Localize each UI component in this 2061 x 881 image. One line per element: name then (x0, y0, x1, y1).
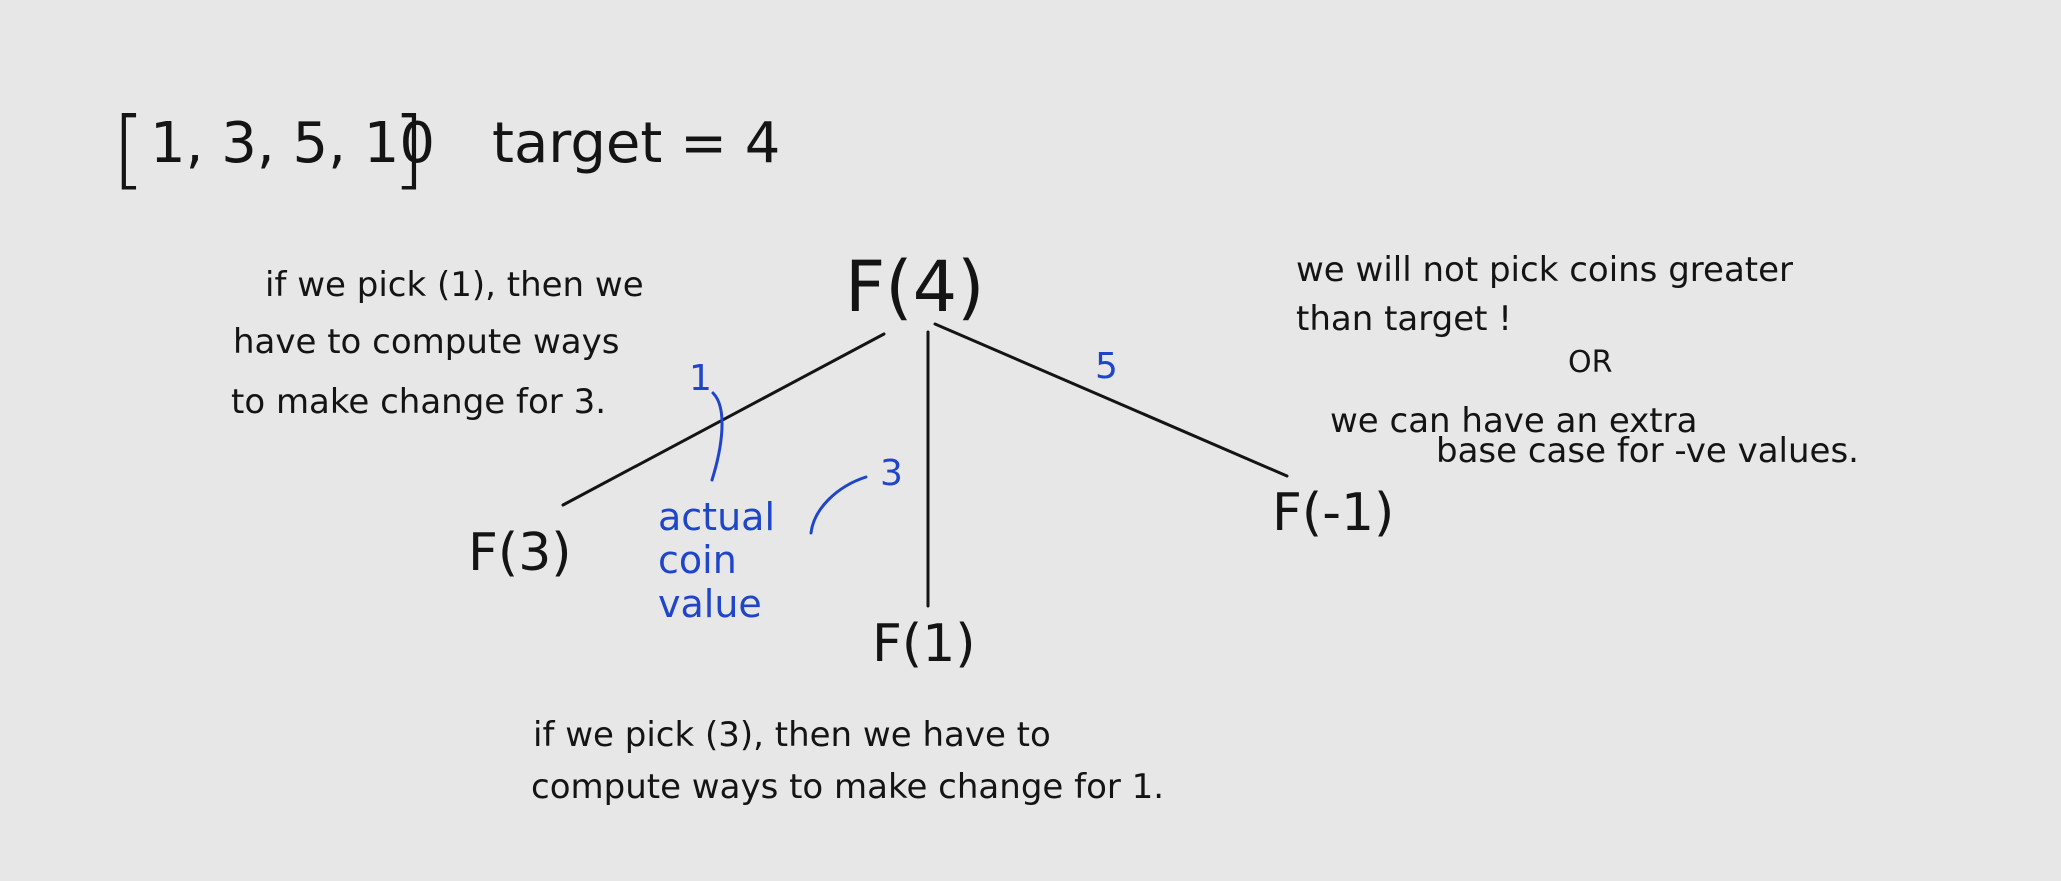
target-label: target = 4 (492, 111, 780, 176)
tree-node-root: F(4) (845, 246, 984, 328)
bottom-note-line-2: compute ways to make change for 1. (531, 767, 1164, 807)
actual-coin-value-note: actual coin value (658, 495, 775, 626)
bottom-explanation: if we pick (3), then we have to compute … (531, 715, 1164, 807)
edge-label-coin-1: 1 (689, 358, 712, 399)
right-note-or: OR (1568, 345, 1612, 380)
annotation-connectors (710, 391, 868, 535)
edge-root-to-fneg1 (933, 322, 1289, 478)
connector-3-to-actual (809, 475, 868, 535)
connector-1-to-actual (710, 391, 724, 482)
tree-edges (561, 322, 1289, 608)
right-note-line-2: than target ! (1296, 299, 1512, 339)
note-value: value (658, 582, 762, 626)
edge-label-coin-3: 3 (880, 453, 903, 494)
bottom-note-line-1: if we pick (3), then we have to (533, 715, 1051, 755)
right-note-line-4: base case for -ve values. (1436, 431, 1859, 471)
left-note-line-2: have to compute ways (233, 322, 619, 362)
right-note-line-1: we will not pick coins greater (1296, 250, 1793, 290)
tree-node-f3: F(3) (468, 523, 572, 583)
tree-node-fneg1: F(-1) (1272, 483, 1394, 543)
left-note-line-1: if we pick (1), then we (265, 265, 644, 305)
tree-node-f1: F(1) (872, 614, 976, 674)
edge-root-to-f3 (561, 332, 886, 507)
coins-array: [ 1, 3, 5, 10 ] (112, 99, 435, 199)
left-explanation: if we pick (1), then we have to compute … (231, 265, 644, 422)
coins-list: 1, 3, 5, 10 (150, 111, 435, 176)
left-note-line-3: to make change for 3. (231, 382, 606, 422)
edge-label-coin-5: 5 (1095, 346, 1118, 387)
note-actual: actual (658, 495, 775, 539)
note-coin: coin (658, 538, 737, 582)
right-note-line-3: we can have an extra (1330, 401, 1697, 441)
right-explanation: we will not pick coins greater than targ… (1296, 250, 1859, 471)
coins-bracket-close: ] (392, 99, 426, 199)
coins-bracket-open: [ (112, 99, 146, 199)
